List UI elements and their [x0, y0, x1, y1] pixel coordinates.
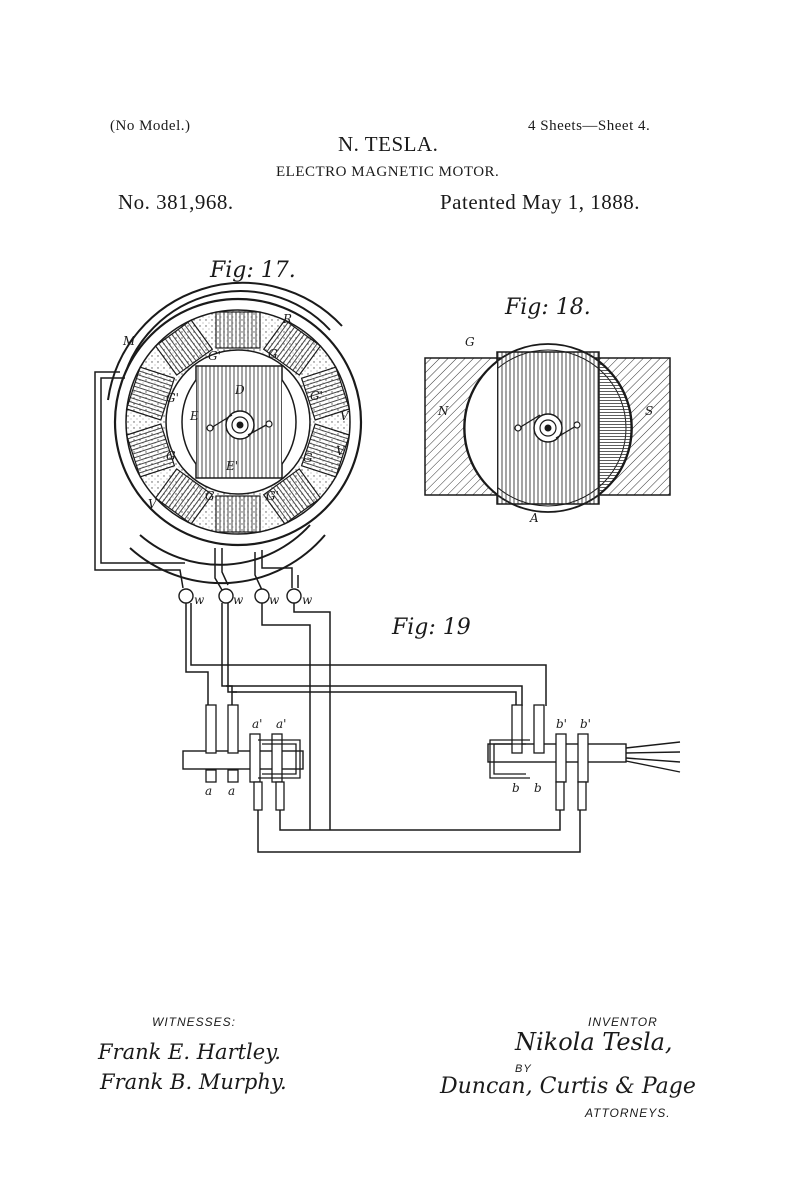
label-V-2: V: [336, 444, 346, 458]
attorneys-label: ATTORNEYS.: [585, 1106, 671, 1120]
fig18-motor: [424, 343, 671, 513]
fig19-brushes-left: [205, 704, 301, 811]
label-a-prime-2: a': [276, 717, 286, 731]
model-note: (No Model.): [110, 118, 191, 134]
label-N: N: [437, 404, 449, 418]
label-V-3: V: [148, 497, 158, 511]
label-w-4: w: [302, 593, 313, 607]
label-G-1: G: [268, 347, 278, 361]
fig17-rotor: [181, 365, 297, 479]
inventor-signature: Nikola Tesla,: [515, 1028, 673, 1056]
label-R: R: [282, 312, 292, 326]
label-A: A: [529, 511, 539, 525]
witnesses-label: WITNESSES:: [152, 1015, 237, 1029]
label-a-1: a: [205, 784, 212, 798]
inventor-label: INVENTOR: [588, 1015, 658, 1029]
label-G-prime-1: G': [208, 349, 221, 363]
fig17-coils: [125, 311, 351, 533]
label-w-3: w: [269, 593, 280, 607]
label-b-1: b: [512, 781, 520, 795]
label-G-fig18: G: [465, 335, 475, 349]
label-b-prime-2: b': [580, 717, 591, 731]
fig18-title: Fig: 18.: [505, 295, 591, 320]
by-label: BY: [515, 1063, 532, 1075]
label-G-2: G: [303, 451, 313, 465]
label-w-2: w: [233, 593, 244, 607]
fig17-title: Fig: 17.: [210, 258, 296, 283]
label-E-prime: E': [225, 459, 238, 473]
patent-title: ELECTRO MAGNETIC MOTOR.: [276, 164, 500, 180]
label-G-prime-3: G': [266, 489, 279, 503]
label-a-2: a: [228, 784, 235, 798]
label-G-3: G: [205, 489, 215, 503]
witness-signature-2: Frank B. Murphy.: [100, 1070, 287, 1094]
sheet-note: 4 Sheets—Sheet 4.: [528, 118, 651, 134]
label-M: M: [122, 334, 136, 348]
label-G-prime-4: G': [166, 391, 179, 405]
label-b-prime-1: b': [556, 717, 567, 731]
witness-signature-1: Frank E. Hartley.: [98, 1040, 281, 1064]
terminals-w: [178, 588, 302, 604]
label-a-prime-1: a': [252, 717, 262, 731]
attorneys-signature: Duncan, Curtis & Page: [440, 1074, 696, 1099]
fig19-title: Fig: 19: [392, 615, 471, 640]
fig17-wiring: [94, 371, 299, 591]
label-S: S: [645, 404, 653, 418]
fig19-wiring: [185, 603, 581, 853]
label-E: E: [189, 409, 199, 423]
patent-number: No. 381,968.: [118, 190, 234, 214]
fig19-brushes-right: [489, 704, 589, 811]
label-G-4: G: [166, 449, 176, 463]
label-b-2: b: [534, 781, 542, 795]
label-V-1: V: [340, 409, 350, 423]
label-G-prime-2: G': [310, 389, 323, 403]
inventor-name: N. TESLA.: [338, 132, 439, 156]
label-w-1: w: [194, 593, 205, 607]
patent-date: Patented May 1, 1888.: [440, 190, 641, 214]
label-D: D: [234, 383, 245, 397]
